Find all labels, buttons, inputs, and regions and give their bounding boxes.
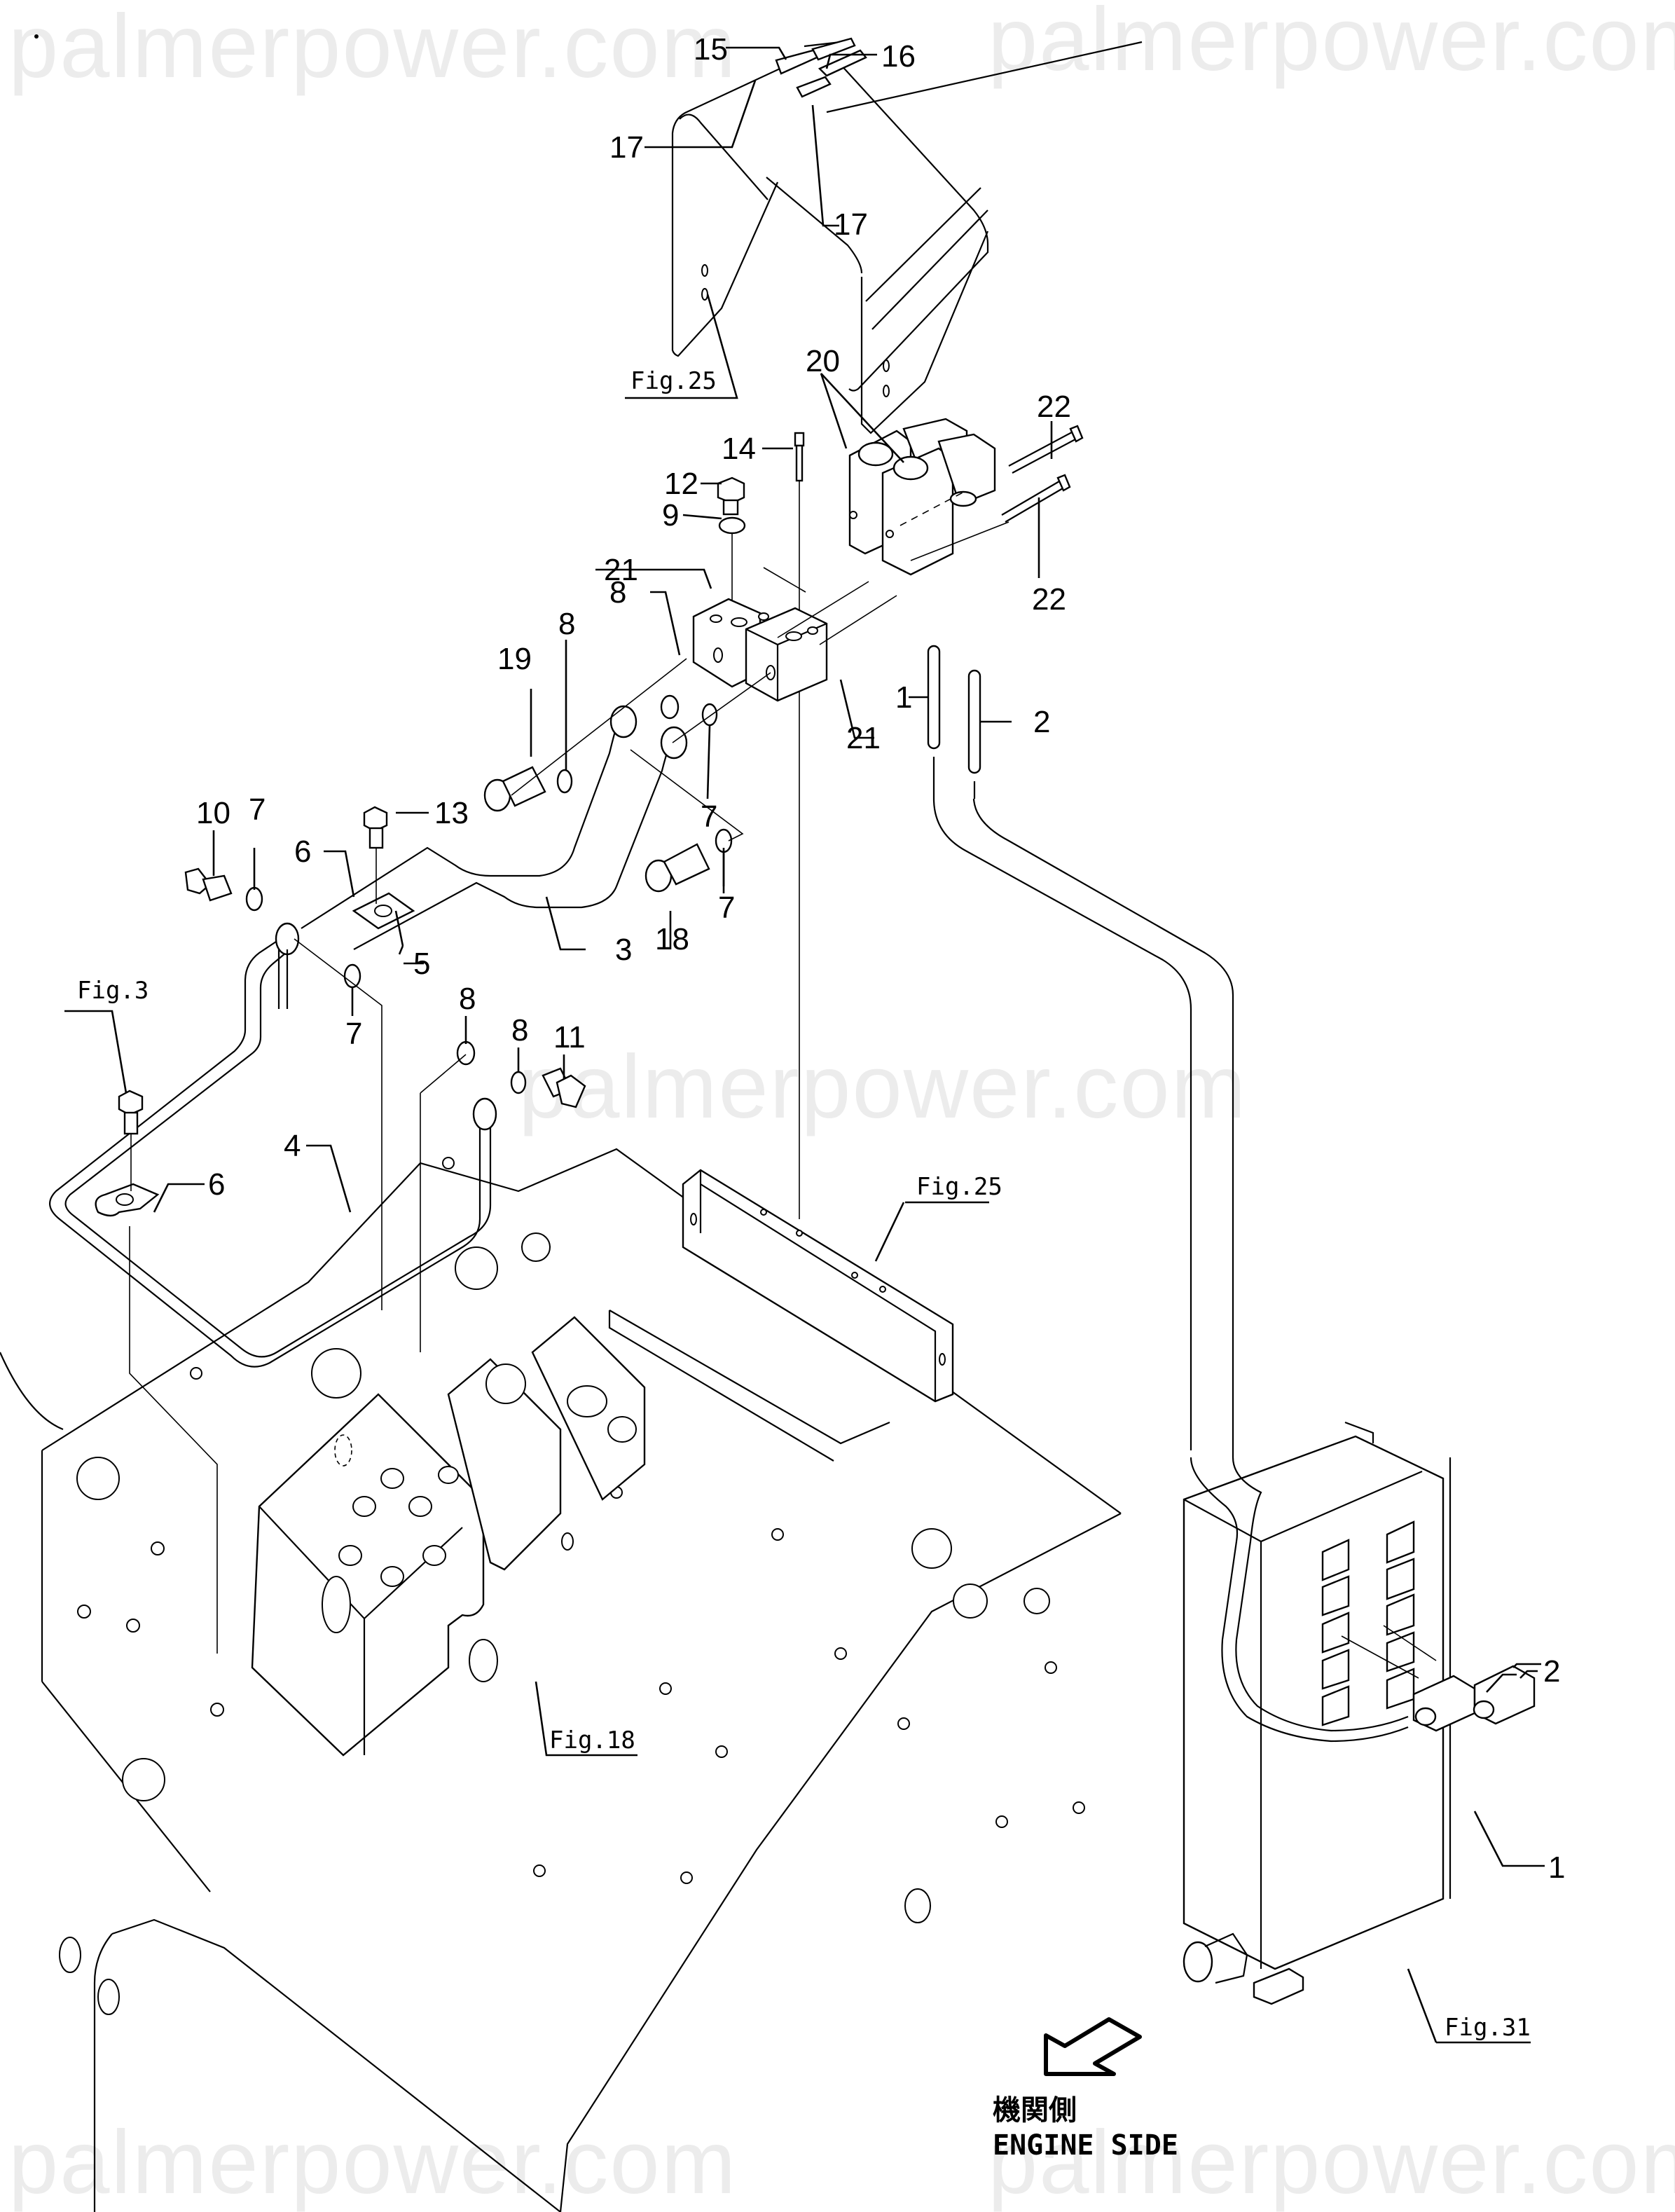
callout-8: 8 — [609, 575, 626, 610]
relay-blocks — [1321, 1520, 1415, 1726]
electrical-box — [1183, 1421, 1536, 2005]
callout-5: 5 — [413, 947, 430, 981]
label-plate-17b — [796, 76, 832, 98]
callout-3: 3 — [615, 933, 632, 967]
drain-plug — [1183, 1932, 1248, 1984]
fig-ref-25-top[interactable]: Fig.25 — [630, 367, 717, 395]
callout-6: 6 — [208, 1167, 225, 1202]
bolt-13 — [363, 806, 388, 904]
tube-4 — [49, 922, 497, 1368]
callout-19: 19 — [497, 642, 532, 676]
callout-4: 4 — [284, 1129, 301, 1163]
solenoid-valves — [848, 418, 996, 576]
callout-6: 6 — [294, 834, 311, 869]
leader-lines — [153, 46, 1545, 1867]
callout-2: 2 — [1543, 1654, 1560, 1689]
plug-12 — [717, 476, 745, 516]
engine-side-indicator: 機関側 ENGINE SIDE — [993, 2017, 1178, 2162]
washer-8b — [660, 694, 680, 720]
callout-2: 2 — [1033, 705, 1050, 739]
callout-1: 1 — [1548, 1850, 1565, 1885]
fig-ref-3[interactable]: Fig.3 — [77, 977, 149, 1005]
bolt-fig3 — [118, 1090, 144, 1191]
callout-17: 17 — [834, 207, 868, 242]
base-plate — [0, 1148, 1122, 2212]
callouts: 15 16 17 17 20 22 22 14 12 9 21 21 8 8 1… — [196, 32, 1565, 1885]
watermark-top-right: palmerpower.com — [988, 0, 1675, 90]
fig-ref-25-mid[interactable]: Fig.25 — [916, 1173, 1002, 1201]
callout-13: 13 — [434, 796, 469, 830]
callout-7: 7 — [701, 799, 717, 834]
control-valve — [251, 1316, 646, 1757]
callout-15: 15 — [694, 32, 728, 67]
washer-8a — [556, 769, 573, 794]
callout-12: 12 — [664, 467, 698, 501]
washer-7a — [245, 886, 263, 912]
callout-1: 1 — [895, 680, 912, 715]
callout-21: 21 — [846, 721, 881, 755]
callout-8: 8 — [558, 607, 575, 641]
callout-17: 17 — [609, 130, 644, 165]
washer-9 — [718, 516, 746, 535]
watermark-bottom-right: palmerpower.com — [988, 2113, 1675, 2212]
callout-18: 18 — [655, 922, 689, 956]
callout-22: 22 — [1032, 582, 1066, 617]
callout-10: 10 — [196, 796, 230, 830]
watermark-bottom-left: palmerpower.com — [8, 2113, 737, 2212]
watermarks: palmerpower.com palmerpower.com palmerpo… — [8, 0, 1675, 2212]
callout-11: 11 — [553, 1020, 586, 1055]
hose-2-upper — [967, 669, 981, 799]
arrow-down-left-icon — [1044, 2017, 1142, 2076]
fitting-19 — [483, 766, 546, 812]
hose-1-upper — [927, 645, 1234, 1457]
cover-bracket — [671, 37, 1143, 434]
fitting-10 — [184, 867, 233, 902]
callout-16: 16 — [881, 39, 916, 74]
fig-ref-18[interactable]: Fig.18 — [549, 1726, 635, 1754]
engine-side-label-jp: 機関側 — [993, 2094, 1077, 2127]
washer-7d — [343, 963, 361, 989]
watermark-middle: palmerpower.com — [518, 1037, 1247, 1137]
mount-bracket — [608, 1169, 954, 1462]
fitting-leaders — [129, 658, 771, 1654]
callout-8: 8 — [459, 982, 476, 1016]
clamp-6-upper — [352, 892, 415, 930]
fig-ref-31[interactable]: Fig.31 — [1445, 2014, 1531, 2042]
callout-22: 22 — [1037, 390, 1071, 424]
label-plate-15 — [811, 37, 856, 61]
callout-7: 7 — [718, 891, 735, 925]
callout-7: 7 — [345, 1017, 362, 1051]
callout-14: 14 — [722, 432, 756, 466]
figure-references: Fig.25 Fig.3 Fig.25 Fig.18 Fig.31 — [64, 294, 1531, 2044]
fitting-18 — [645, 843, 710, 893]
blocks-21 — [692, 567, 897, 702]
stray-dot — [34, 34, 39, 39]
washer-8d — [510, 1071, 527, 1094]
callout-21: 21 — [604, 553, 638, 587]
washer-8c — [456, 1040, 476, 1066]
engine-side-label-en: ENGINE SIDE — [993, 2129, 1178, 2162]
tube-3 — [301, 705, 688, 950]
callout-8: 8 — [511, 1013, 528, 1047]
watermark-top-left: palmerpower.com — [8, 0, 737, 97]
clamp-6-lower — [95, 1183, 160, 1217]
bolt-14 — [794, 432, 805, 1219]
callout-9: 9 — [662, 498, 679, 533]
callout-7: 7 — [249, 792, 266, 827]
washer-7b — [701, 703, 718, 727]
label-plate-16 — [818, 49, 867, 77]
callout-20: 20 — [806, 344, 840, 378]
bolts-22 — [910, 425, 1084, 561]
